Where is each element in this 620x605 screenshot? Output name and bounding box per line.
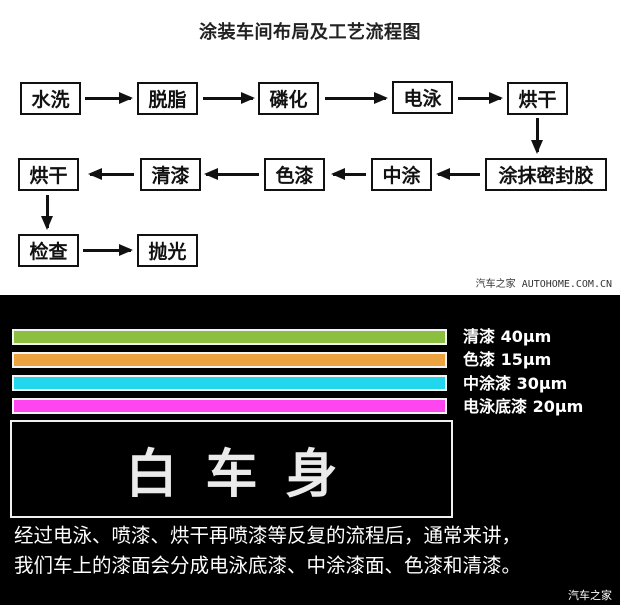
step-primer: 中涂: [371, 158, 432, 191]
caption: 经过电泳、喷漆、烘干再喷漆等反复的流程后，通常来讲， 我们车上的漆面会分成电泳底…: [14, 521, 614, 581]
arrow-down-icon: [531, 118, 543, 154]
layer-bar-primer: [12, 375, 447, 391]
process-flow-diagram: 涂装车间布局及工艺流程图 水洗 脱脂 磷化 电泳 烘干 烘干 清漆 色漆 中涂 …: [0, 0, 620, 295]
step-sealant: 涂抹密封胶: [485, 158, 607, 191]
diagram-title: 涂装车间布局及工艺流程图: [199, 22, 421, 43]
arrow-left-icon: [331, 168, 366, 180]
arrow-down-icon: [41, 195, 53, 230]
watermark-autohome: 汽车之家 AUTOHOME.COM.CN: [475, 279, 612, 290]
caption-line-1: 经过电泳、喷漆、烘干再喷漆等反复的流程后，通常来讲，: [14, 524, 522, 547]
arrow-right-icon: [83, 244, 133, 256]
step-bake-2: 烘干: [18, 158, 79, 191]
layer-label-clear-coat: 清漆 40μm: [463, 327, 552, 346]
layer-bar-clear-coat: [12, 329, 447, 345]
arrow-left-icon: [204, 168, 259, 180]
step-polish: 抛光: [137, 234, 198, 267]
paint-layers-panel: 清漆 40μm 色漆 15μm 中涂漆 30μm 电泳底漆 20μm 白车身 经…: [0, 295, 620, 605]
arrow-right-icon: [85, 92, 133, 104]
step-phosphating: 磷化: [258, 82, 319, 115]
layer-label-primer: 中涂漆 30μm: [463, 374, 568, 393]
watermark-autohome-bottom: 汽车之家: [568, 589, 612, 602]
caption-line-2: 我们车上的漆面会分成电泳底漆、中涂漆面、色漆和清漆。: [14, 554, 522, 577]
arrow-right-icon: [203, 92, 255, 104]
body-in-white-box: 白车身: [10, 420, 453, 518]
body-in-white-label: 白车身: [125, 444, 366, 505]
arrow-right-icon: [458, 92, 503, 104]
arrow-right-icon: [325, 92, 388, 104]
arrow-left-icon: [88, 168, 134, 180]
step-electrophoresis: 电泳: [392, 81, 453, 114]
layer-bar-e-coat: [12, 398, 447, 414]
step-degrease: 脱脂: [137, 82, 198, 115]
layer-label-base-coat: 色漆 15μm: [463, 350, 552, 369]
step-water-wash: 水洗: [20, 82, 81, 115]
arrow-left-icon: [436, 168, 480, 180]
step-clear-coat: 清漆: [140, 158, 201, 191]
layer-bar-base-coat: [12, 352, 447, 368]
step-bake-1: 烘干: [507, 82, 568, 115]
layer-label-e-coat: 电泳底漆 20μm: [463, 397, 584, 416]
step-base-coat: 色漆: [264, 158, 325, 191]
step-inspection: 检查: [18, 234, 79, 267]
